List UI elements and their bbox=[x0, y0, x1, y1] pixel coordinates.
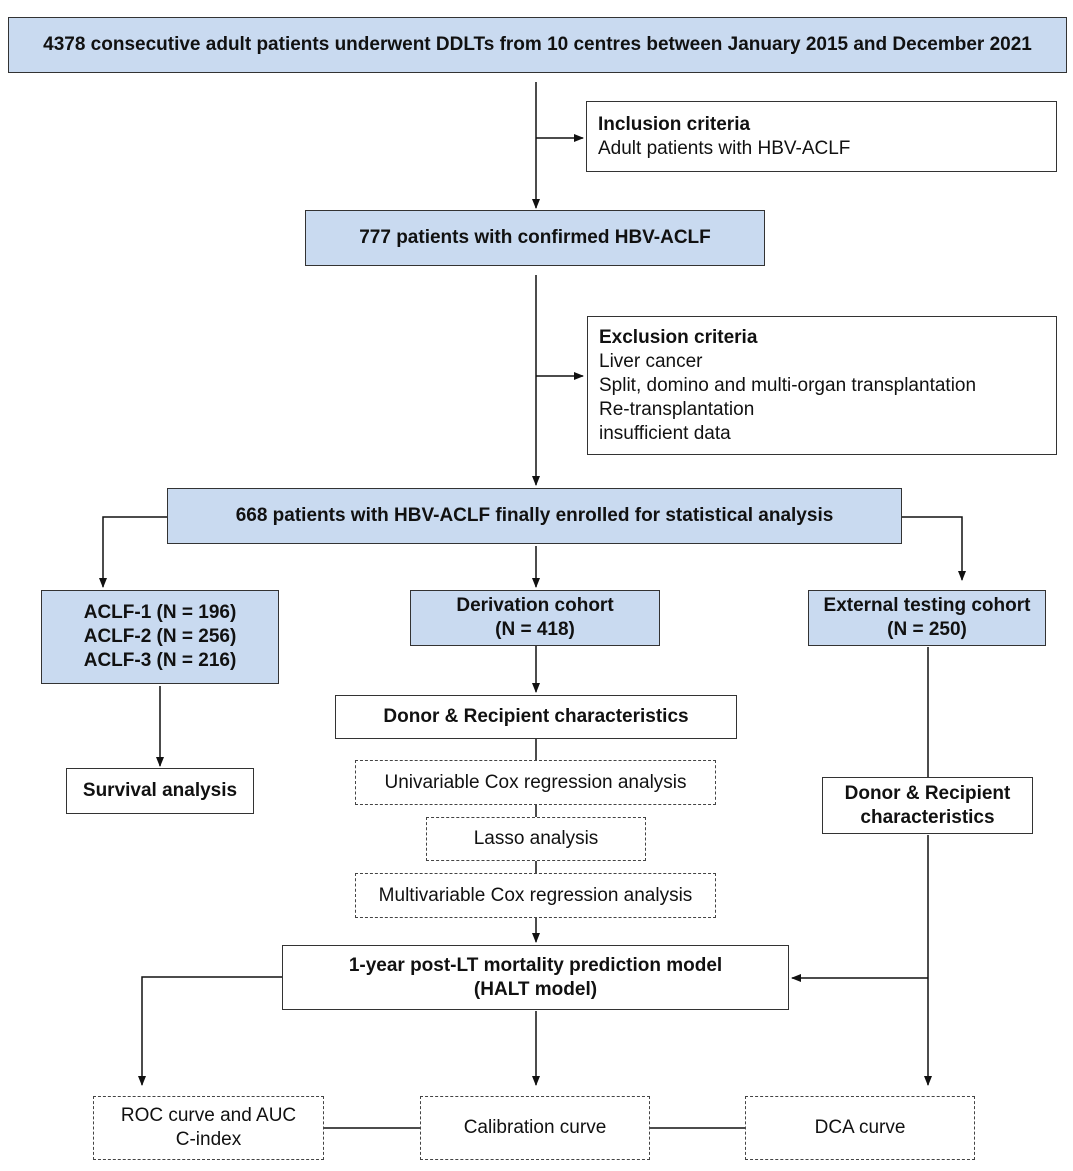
derivation-cohort-box: Derivation cohort (N = 418) bbox=[410, 590, 660, 646]
arrow-enrolled-to-external bbox=[902, 516, 966, 581]
total-patients-box: 4378 consecutive adult patients underwen… bbox=[8, 17, 1067, 73]
donor-recipient-characteristics-box: Donor & Recipient characteristics bbox=[335, 695, 737, 739]
multivariable-cox-box: Multivariable Cox regression analysis bbox=[355, 873, 716, 918]
exclusion-criteria-box: Exclusion criteria Liver cancer Split, d… bbox=[587, 316, 1057, 455]
lasso-analysis-box: Lasso analysis bbox=[426, 817, 646, 861]
enrolled-patients-box: 668 patients with HBV-ACLF finally enrol… bbox=[167, 488, 902, 544]
external-testing-cohort-box: External testing cohort (N = 250) bbox=[808, 590, 1046, 646]
calibration-curve-box: Calibration curve bbox=[420, 1096, 650, 1160]
confirmed-patients-box: 777 patients with confirmed HBV-ACLF bbox=[305, 210, 765, 266]
halt-model-box: 1-year post-LT mortality prediction mode… bbox=[282, 945, 789, 1010]
inclusion-criteria-box: Inclusion criteria Adult patients with H… bbox=[586, 101, 1057, 172]
external-donor-recipient-box: Donor & Recipient characteristics bbox=[822, 777, 1033, 834]
arrow-model-to-roc bbox=[138, 976, 282, 1086]
dca-curve-box: DCA curve bbox=[745, 1096, 975, 1160]
survival-analysis-box: Survival analysis bbox=[66, 768, 254, 814]
roc-curve-box: ROC curve and AUC C-index bbox=[93, 1096, 324, 1160]
aclf-grade-box: ACLF-1 (N = 196) ACLF-2 (N = 256) ACLF-3… bbox=[41, 590, 279, 684]
univariable-cox-box: Univariable Cox regression analysis bbox=[355, 760, 716, 805]
arrow-enrolled-to-aclf bbox=[99, 516, 167, 588]
